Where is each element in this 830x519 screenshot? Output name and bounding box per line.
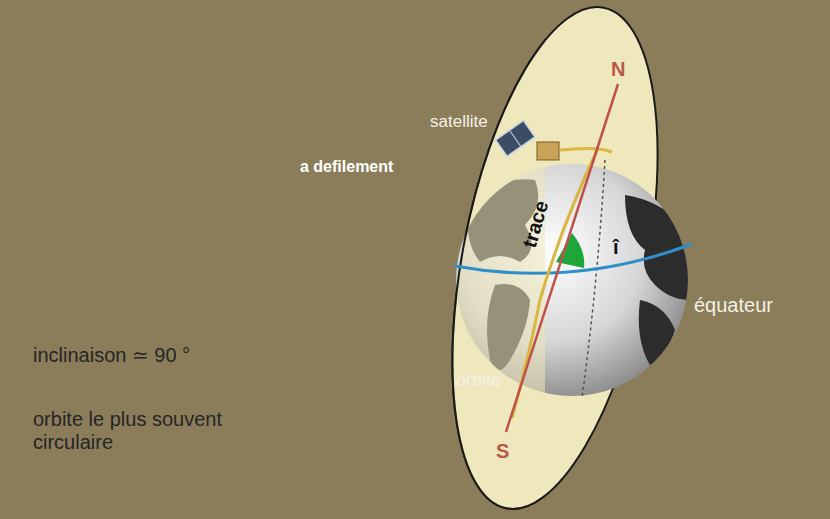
satellite-type-label: a defilement (300, 158, 393, 176)
track-top (560, 148, 612, 152)
orbit-ellipse (416, 0, 694, 519)
satellite-icon (496, 121, 559, 160)
pole-label: N (611, 58, 625, 81)
equator-label: équateur (694, 294, 773, 317)
pole-label: S (496, 440, 509, 463)
meridian-line (582, 160, 605, 398)
orbit-front (416, 0, 545, 519)
note-text: inclinaison ≃ 90 ° (33, 344, 190, 367)
satellite-label: satellite (430, 112, 488, 132)
orbit-label: orbite (456, 370, 501, 391)
note-text: orbite le plus souvent circulaire (33, 408, 268, 454)
angle-label: î (613, 236, 619, 259)
